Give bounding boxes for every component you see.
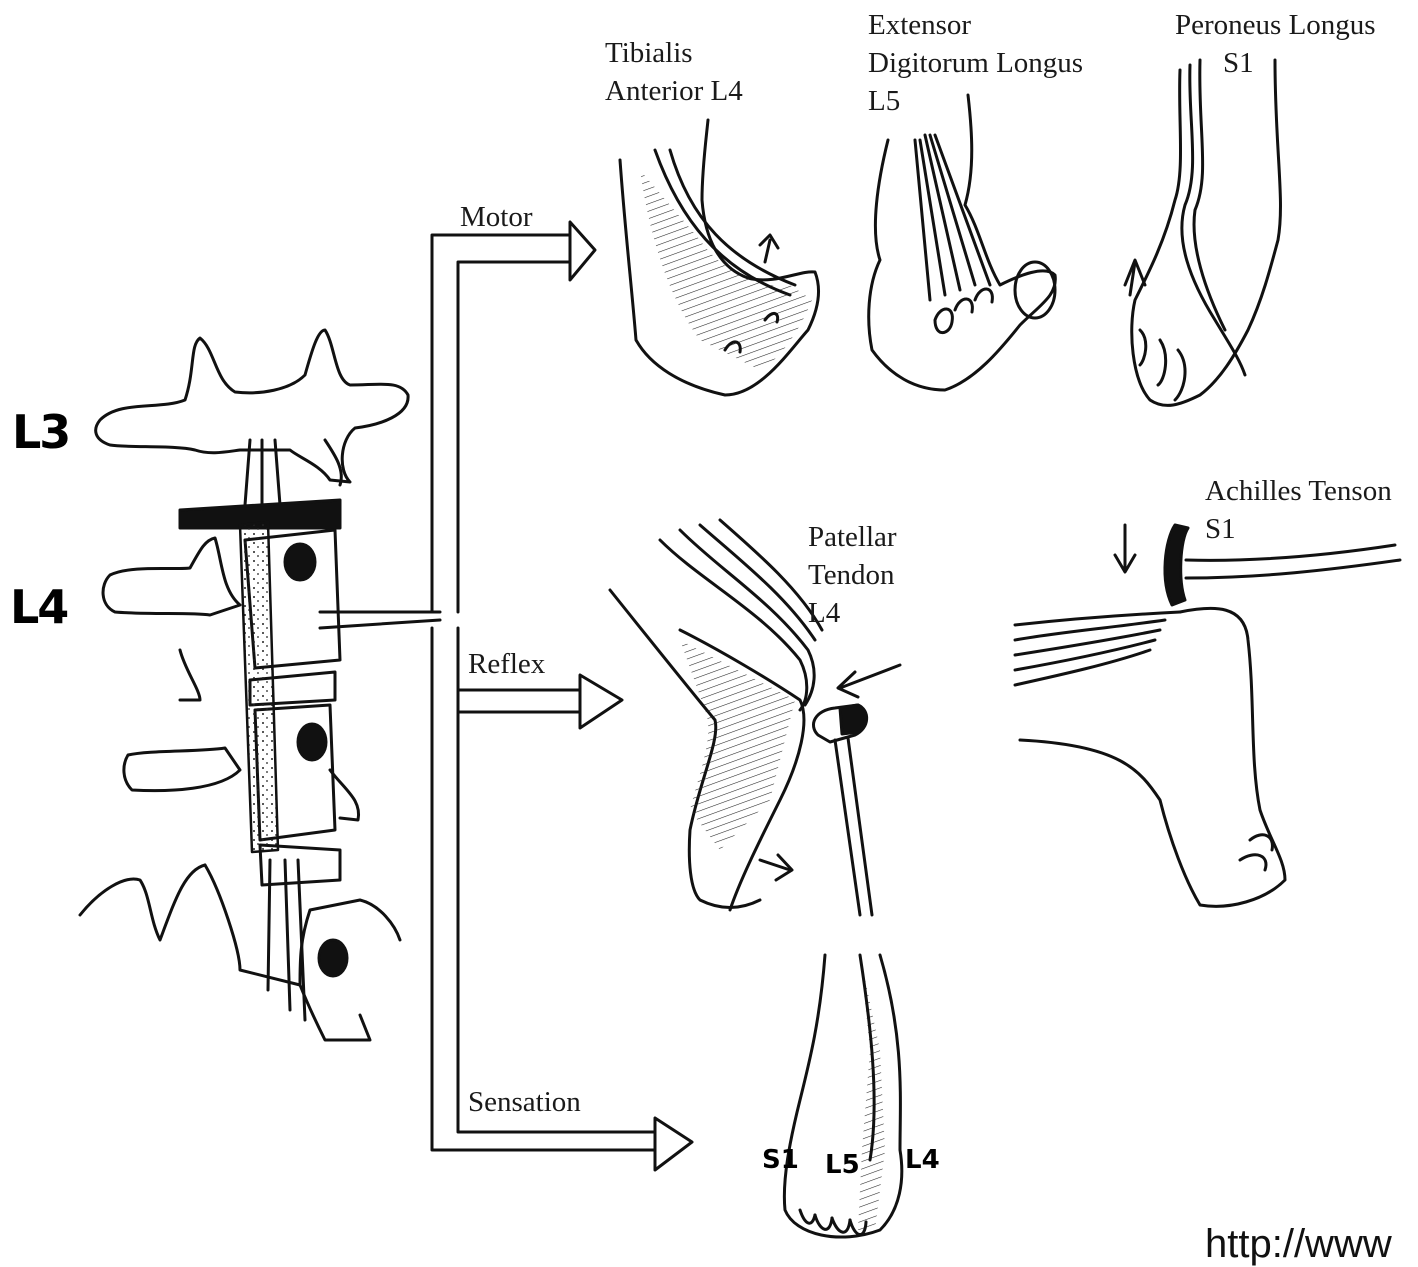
extensor-line-2: Digitorum Longus xyxy=(868,44,1083,82)
label-tibialis-anterior: Tibialis Anterior L4 xyxy=(605,34,743,110)
achilles-line-1: Achilles Tenson xyxy=(1205,472,1392,510)
tibialis-line-1: Tibialis xyxy=(605,34,743,72)
label-peroneus-longus: Peroneus Longus S1 xyxy=(1175,6,1376,82)
achilles-line-2: S1 xyxy=(1205,510,1392,548)
label-patellar-tendon: Patellar Tendon L4 xyxy=(808,518,897,632)
dermatome-label-s1: S1 xyxy=(762,1145,799,1175)
tibialis-anterior-foot-illustration xyxy=(620,120,819,395)
source-url[interactable]: http://www xyxy=(1205,1222,1392,1267)
achilles-reflex-foot-illustration xyxy=(1015,525,1400,906)
lumbar-spine-illustration xyxy=(80,330,440,1040)
sensation-leg-illustration xyxy=(784,955,901,1237)
label-achilles-tendon: Achilles Tenson S1 xyxy=(1205,472,1392,548)
vertebra-label-l4: L4 xyxy=(10,580,67,634)
patellar-line-2: Tendon xyxy=(808,556,897,594)
branch-label-reflex: Reflex xyxy=(468,645,545,683)
label-extensor-digitorum-longus: Extensor Digitorum Longus L5 xyxy=(868,6,1083,120)
dermatome-label-l5: L5 xyxy=(825,1150,860,1180)
patellar-line-1: Patellar xyxy=(808,518,897,556)
branch-connector xyxy=(432,235,655,1150)
patellar-line-3: L4 xyxy=(808,594,897,632)
branch-label-motor: Motor xyxy=(460,198,533,236)
tibialis-line-2: Anterior L4 xyxy=(605,72,743,110)
vertebra-label-l3: L3 xyxy=(12,405,69,459)
dermatome-label-l4: L4 xyxy=(905,1145,940,1175)
peroneus-line-1: Peroneus Longus xyxy=(1175,6,1376,44)
peroneus-longus-foot-illustration xyxy=(1125,60,1280,405)
arrow-reflex xyxy=(580,675,622,728)
arrow-sensation xyxy=(655,1118,692,1170)
branch-label-sensation: Sensation xyxy=(468,1083,581,1121)
extensor-line-3: L5 xyxy=(868,82,1083,120)
extensor-line-1: Extensor xyxy=(868,6,1083,44)
peroneus-line-2: S1 xyxy=(1175,44,1376,82)
arrow-motor xyxy=(570,222,595,280)
extensor-digitorum-foot-illustration xyxy=(869,95,1056,390)
